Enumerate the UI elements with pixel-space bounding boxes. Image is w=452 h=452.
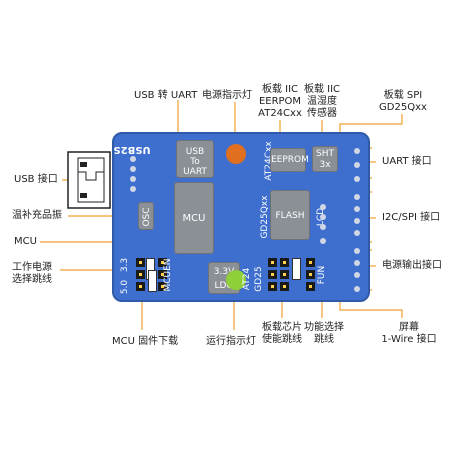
mcuen-silk: MCUEN bbox=[163, 258, 173, 292]
i2c-spi-pin bbox=[354, 230, 360, 236]
power-out-pin bbox=[354, 260, 360, 266]
usb-pin bbox=[130, 176, 136, 182]
usb-pin bbox=[130, 156, 136, 162]
chip-en-pin bbox=[280, 258, 289, 267]
label-power-out: 电源输出接口 bbox=[382, 260, 442, 271]
usb-plug-icon bbox=[67, 151, 111, 209]
power-jumper-pin bbox=[136, 258, 145, 267]
usb-pin bbox=[130, 186, 136, 192]
lcd-pin bbox=[320, 214, 326, 220]
label-uart-port: UART 接口 bbox=[382, 156, 432, 167]
mcu-dl-pin bbox=[158, 270, 167, 279]
label-usb-port: USB 接口 bbox=[14, 174, 58, 185]
at24-jumper-silk: AT24 bbox=[242, 267, 252, 291]
chip-en-pin bbox=[268, 270, 277, 279]
label-run-led: 运行指示灯 bbox=[206, 336, 256, 347]
run-led-icon bbox=[226, 270, 246, 290]
uart-pin bbox=[354, 176, 360, 182]
chip-en-pin bbox=[268, 282, 277, 291]
lcd-pin bbox=[320, 204, 326, 210]
power-out-pin bbox=[354, 272, 360, 278]
chip-en-pin bbox=[280, 270, 289, 279]
lcd-pin bbox=[320, 238, 326, 244]
flash-chip: FLASH bbox=[270, 190, 310, 240]
chip-en-pin bbox=[280, 282, 289, 291]
lcd-pin bbox=[320, 224, 326, 230]
mcu-dl-pin bbox=[158, 282, 167, 291]
i2c-spi-pin bbox=[354, 218, 360, 224]
chip-en-cap bbox=[292, 258, 301, 280]
label-usb-uart: USB 转 UART bbox=[134, 90, 198, 101]
uart-pin bbox=[354, 162, 360, 168]
i2c-spi-pin bbox=[354, 206, 360, 212]
label-chip-enable: 板载芯片使能跳线 bbox=[262, 322, 302, 345]
uart-pin bbox=[354, 148, 360, 154]
power-led-icon bbox=[226, 144, 246, 164]
power-out-pin bbox=[354, 286, 360, 292]
fun-silk: FUN bbox=[317, 265, 327, 285]
gd25-jumper-silk: GD25 bbox=[254, 266, 264, 292]
func-pin bbox=[306, 258, 315, 267]
func-pin bbox=[306, 270, 315, 279]
gd25-silk: GD25Qxx bbox=[260, 195, 270, 239]
usb-pin bbox=[130, 166, 136, 172]
label-mcu: MCU bbox=[14, 236, 37, 247]
chip-en-pin bbox=[268, 258, 277, 267]
mcu-chip: MCU bbox=[174, 182, 214, 254]
power-out-pin bbox=[354, 248, 360, 254]
label-power-led: 电源指示灯 bbox=[202, 90, 252, 101]
silk-5v0: 5.0 bbox=[120, 279, 130, 295]
power-jumper-pin bbox=[136, 270, 145, 279]
label-crystal: 温补充品振 bbox=[12, 210, 62, 221]
usb2s-silk: USB2S bbox=[113, 144, 151, 155]
mcu-dl-pin bbox=[158, 258, 167, 267]
label-mcu-download: MCU 固件下载 bbox=[112, 336, 179, 347]
osc-chip: OSC bbox=[138, 202, 154, 230]
eeprom-chip: EEPROM bbox=[270, 148, 309, 172]
power-jumper-pin bbox=[136, 282, 145, 291]
mcu-dl-cap bbox=[148, 270, 157, 292]
label-i2c-spi-port: I2C/SPI 接口 bbox=[382, 212, 441, 223]
i2c-spi-pin bbox=[354, 194, 360, 200]
label-func-select: 功能选择跳线 bbox=[304, 322, 344, 345]
label-power-jumper: 工作电源选择跳线 bbox=[12, 262, 52, 285]
func-pin bbox=[306, 282, 315, 291]
